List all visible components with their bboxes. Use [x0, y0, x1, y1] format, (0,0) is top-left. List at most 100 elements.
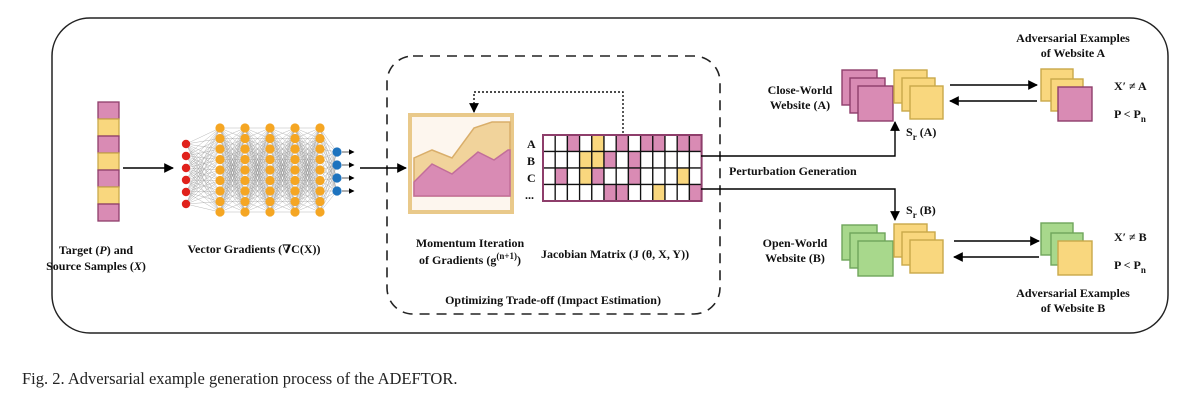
nn-connection	[294, 127, 321, 213]
nn-neuron	[290, 196, 300, 207]
nn-connection	[244, 180, 271, 213]
open-world-perturbation	[909, 239, 944, 274]
open-world-label-line1: Open-World	[763, 236, 828, 250]
nn-neuron	[265, 186, 275, 196]
nn-neuron	[181, 187, 191, 197]
matrix-cell	[554, 167, 569, 186]
matrix-cell	[603, 134, 617, 153]
nn-connection	[185, 167, 221, 213]
matrix-cell	[566, 134, 581, 153]
matrix-cell	[627, 167, 642, 186]
nn-connection	[185, 190, 221, 205]
nn-neuron	[315, 186, 325, 196]
nn-connection	[319, 151, 338, 192]
matrix-cell	[591, 167, 605, 186]
nn-connection	[185, 159, 221, 181]
matrix-cell	[615, 183, 630, 202]
matrix-row-label-b: B	[527, 154, 535, 168]
nn-neuron	[332, 147, 342, 157]
nn-connection	[185, 155, 221, 213]
nn-neuron	[215, 207, 225, 217]
nn-neuron	[215, 154, 225, 165]
nn-connection	[185, 143, 221, 192]
close-world-perturbation	[909, 85, 944, 120]
matrix-cell	[688, 150, 703, 169]
nn-connection	[185, 155, 221, 181]
nn-connection	[185, 179, 221, 181]
matrix-cell	[688, 183, 703, 202]
nn-connection	[244, 127, 271, 150]
matrix-cell	[554, 134, 569, 153]
nn-connection	[185, 155, 221, 192]
nn-connection	[185, 143, 221, 213]
nn-connection	[294, 127, 321, 150]
nn-connection	[185, 155, 221, 160]
nn-connection	[219, 190, 246, 213]
nn-neuron	[315, 154, 325, 165]
nn-connection	[185, 169, 221, 181]
nn-connection	[294, 180, 321, 213]
matrix-cell	[566, 150, 581, 169]
nn-connection	[185, 143, 221, 150]
nn-neuron	[315, 144, 325, 154]
area-front-series	[413, 149, 511, 197]
matrix-cell	[603, 183, 617, 202]
nn-connection	[185, 138, 221, 205]
matrix-cell	[688, 167, 703, 186]
nn-connection	[294, 190, 321, 213]
nn-neuron	[181, 199, 191, 209]
nn-connection	[294, 127, 321, 171]
nn-connection	[185, 138, 221, 157]
nn-connection	[185, 179, 221, 213]
nn-connection	[185, 159, 221, 169]
nn-connection	[185, 148, 221, 193]
nn-neuron	[265, 165, 275, 175]
nn-connection	[244, 169, 271, 213]
nn-neuron	[265, 196, 275, 207]
nn-neuron	[240, 165, 250, 175]
arrow-to-open-world	[701, 188, 900, 221]
nn-connection	[185, 167, 221, 181]
matrix-cell	[627, 150, 642, 169]
nn-neuron	[240, 154, 250, 165]
outer-frame	[51, 17, 1169, 334]
nn-neuron	[181, 139, 191, 149]
matrix-cell	[554, 183, 569, 202]
nn-connection	[269, 180, 296, 213]
matrix-cell	[542, 167, 556, 186]
nn-neuron	[240, 196, 250, 207]
nn-connection	[319, 164, 338, 202]
nn-connection	[185, 191, 221, 202]
nn-neuron	[215, 196, 225, 207]
matrix-cell	[652, 150, 666, 169]
adv-a-page	[1057, 86, 1093, 122]
nn-neuron	[290, 133, 300, 144]
matrix-cell	[578, 150, 593, 169]
nn-connection	[319, 151, 338, 181]
nn-neuron	[240, 186, 250, 196]
nn-connection	[269, 169, 296, 213]
matrix-cell	[542, 134, 556, 153]
nn-connection	[269, 127, 296, 160]
close-world-label-line1: Close-World	[768, 83, 833, 97]
nn-connection	[185, 159, 221, 205]
nn-neuron	[215, 175, 225, 186]
nn-connection	[185, 169, 221, 205]
nn-neuron	[315, 207, 325, 217]
matrix-cell	[554, 150, 569, 169]
nn-connection	[185, 138, 221, 169]
sr-b-label: Sr (B)	[906, 203, 936, 220]
nn-connection	[185, 143, 221, 202]
momentum-label-line1: Momentum Iteration	[416, 236, 525, 250]
matrix-border	[542, 134, 703, 202]
matrix-row-label-ellipsis: ...	[525, 188, 534, 202]
jacobian-matrix	[542, 134, 703, 202]
vector-cell	[97, 203, 120, 222]
matrix-cell	[591, 134, 605, 153]
perturbation-label: Perturbation Generation	[729, 164, 857, 178]
vector-cell	[97, 101, 120, 120]
matrix-cell	[652, 134, 666, 153]
nn-neuron	[265, 175, 275, 186]
nn-connection	[185, 148, 221, 157]
nn-neuron	[265, 144, 275, 154]
